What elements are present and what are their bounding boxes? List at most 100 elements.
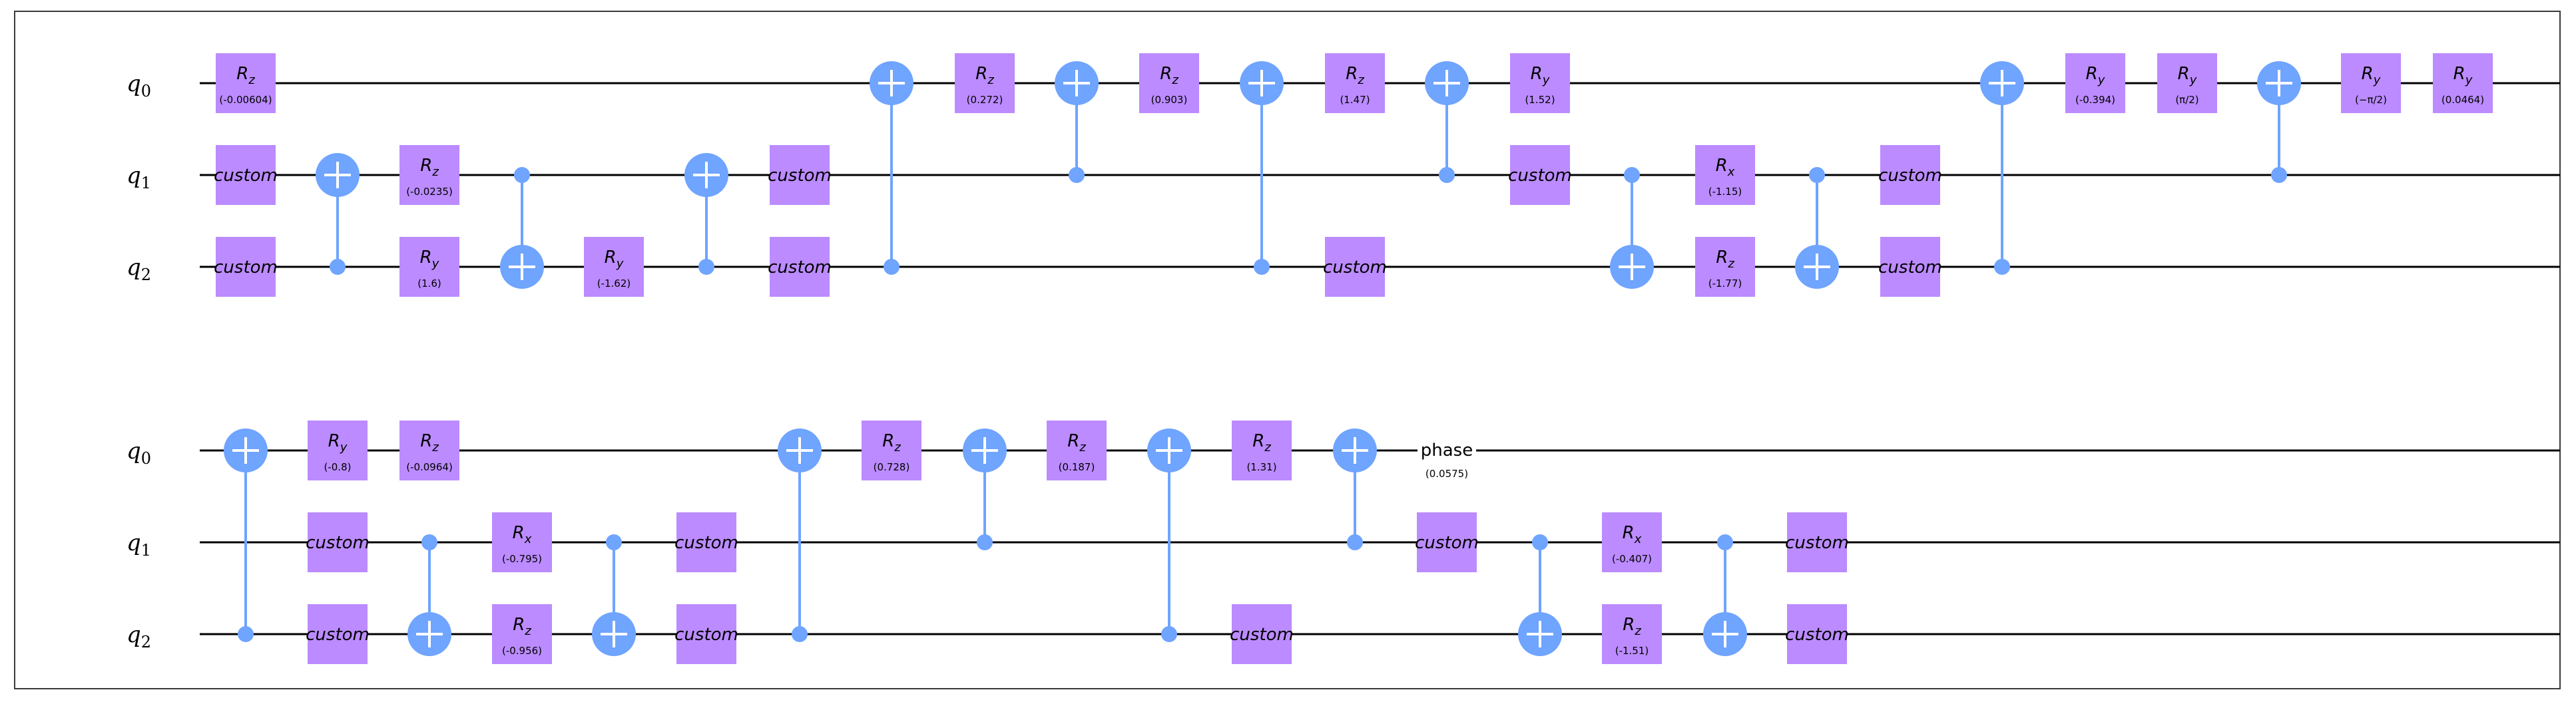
gate-axis: y — [1542, 73, 1550, 87]
rotation-gate-label: Ry — [420, 248, 439, 271]
rotation-gate-label: Rz — [1252, 431, 1271, 454]
gate-letter: R — [1716, 156, 1728, 176]
qubit-index: 2 — [141, 633, 151, 651]
qubit-label: q0 — [127, 71, 151, 100]
figure-frame — [14, 11, 2561, 689]
phase-gate-parameter: (0.0575) — [1425, 468, 1468, 480]
qubit-letter: q — [127, 438, 141, 464]
custom-gate-label: custom — [674, 625, 738, 645]
custom-gate-box — [1510, 145, 1570, 205]
gate-letter: R — [2178, 64, 2190, 84]
cnot-control-dot — [1624, 167, 1640, 183]
gate-letter: R — [513, 615, 525, 635]
gate-axis: y — [340, 440, 348, 454]
rotation-gate-box — [216, 53, 276, 113]
custom-gate-box — [1232, 604, 1292, 664]
rotation-gate-label: Rz — [882, 431, 901, 454]
phase-gate-label: phase — [1421, 440, 1473, 460]
rotation-gate-label: Ry — [2362, 64, 2381, 87]
rotation-gate-box — [1695, 237, 1755, 297]
rotation-gate-label: Rz — [236, 64, 255, 87]
custom-gate-label: custom — [1785, 625, 1849, 645]
gate-parameter: (0.903) — [1151, 94, 1188, 106]
qubit-index: 1 — [141, 174, 151, 192]
rotation-gate-label: Rx — [1623, 523, 1642, 546]
qubit-index: 0 — [141, 449, 151, 468]
gate-parameter: (-0.0235) — [406, 186, 453, 198]
rotation-gate-box — [584, 237, 644, 297]
custom-gate-box — [308, 512, 368, 572]
qubit-label: q0 — [127, 438, 151, 468]
gate-parameter: (−π/2) — [2355, 94, 2387, 106]
gate-axis: z — [431, 440, 439, 454]
qubit-label: q2 — [127, 254, 151, 284]
cnot-control-dot — [421, 534, 437, 550]
custom-gate-box — [216, 237, 276, 297]
cnot-control-dot — [792, 626, 808, 642]
rotation-gate-label: Ry — [2178, 64, 2197, 87]
gate-parameter: (π/2) — [2175, 94, 2198, 106]
gate-parameter: (-0.00604) — [219, 94, 272, 106]
cnot-control-dot — [1161, 626, 1177, 642]
rotation-gate-box — [399, 421, 459, 480]
rotation-gate-box — [399, 145, 459, 205]
rotation-gate-label: Ry — [2086, 64, 2105, 87]
gate-letter: R — [1252, 431, 1264, 451]
gate-letter: R — [1716, 248, 1728, 267]
qubit-index: 0 — [141, 82, 151, 100]
custom-gate-box — [1417, 512, 1477, 572]
gate-axis: z — [1079, 440, 1086, 454]
cnot-control-dot — [698, 259, 714, 275]
qubit-letter: q — [127, 530, 141, 556]
cnot-control-dot — [238, 626, 254, 642]
gate-axis: x — [1634, 532, 1642, 546]
qubit-letter: q — [127, 621, 141, 648]
gate-parameter: (-1.15) — [1708, 186, 1742, 198]
qubit-letter: q — [127, 71, 141, 97]
gate-axis: z — [1171, 73, 1178, 87]
gate-axis: x — [524, 532, 532, 546]
gate-parameter: (-1.62) — [597, 277, 631, 289]
cnot-control-dot — [2271, 167, 2287, 183]
gate-letter: R — [1623, 523, 1635, 543]
custom-gate-label: custom — [674, 533, 738, 553]
cnot-control-dot — [1254, 259, 1270, 275]
custom-gate-box — [1880, 145, 1940, 205]
gate-axis: z — [1727, 257, 1734, 271]
gate-parameter: (-0.407) — [1612, 553, 1652, 565]
rotation-gate-label: Rz — [1346, 64, 1364, 87]
custom-gate-label: custom — [306, 625, 370, 645]
rotation-gate-box — [1602, 512, 1662, 572]
gate-parameter: (-0.394) — [2075, 94, 2115, 106]
rotation-gate-label: Rz — [975, 64, 994, 87]
rotation-gate-box — [2433, 53, 2493, 113]
phase-label-background — [1417, 435, 1476, 466]
gate-parameter: (-1.77) — [1708, 277, 1742, 289]
custom-gate-label: custom — [1878, 166, 1942, 186]
custom-gate-label: custom — [1230, 625, 1294, 645]
rotation-gate-box — [1695, 145, 1755, 205]
gate-parameter: (-0.8) — [324, 461, 352, 473]
cnot-control-dot — [1994, 259, 2010, 275]
custom-gate-box — [770, 237, 830, 297]
gate-axis: z — [1634, 624, 1641, 638]
gate-axis: z — [248, 73, 255, 87]
qubit-letter: q — [127, 162, 141, 189]
cnot-control-dot — [1069, 167, 1085, 183]
rotation-gate-label: Rx — [513, 523, 532, 546]
gate-axis: y — [2465, 73, 2473, 87]
gate-parameter: (0.728) — [874, 461, 910, 473]
gate-parameter: (0.272) — [967, 94, 1003, 106]
custom-gate-box — [1787, 512, 1847, 572]
gate-axis: z — [524, 624, 531, 638]
gate-letter: R — [975, 64, 987, 84]
gate-letter: R — [420, 248, 432, 267]
rotation-gate-label: Rz — [1716, 248, 1734, 271]
rotation-gate-label: Rz — [420, 431, 439, 454]
custom-gate-box — [676, 604, 736, 664]
rotation-gate-label: Rz — [513, 615, 531, 638]
rotation-gate-label: Rx — [1716, 156, 1735, 179]
custom-gate-label: custom — [306, 533, 370, 553]
gate-letter: R — [1346, 64, 1358, 84]
custom-gate-label: custom — [214, 166, 278, 186]
